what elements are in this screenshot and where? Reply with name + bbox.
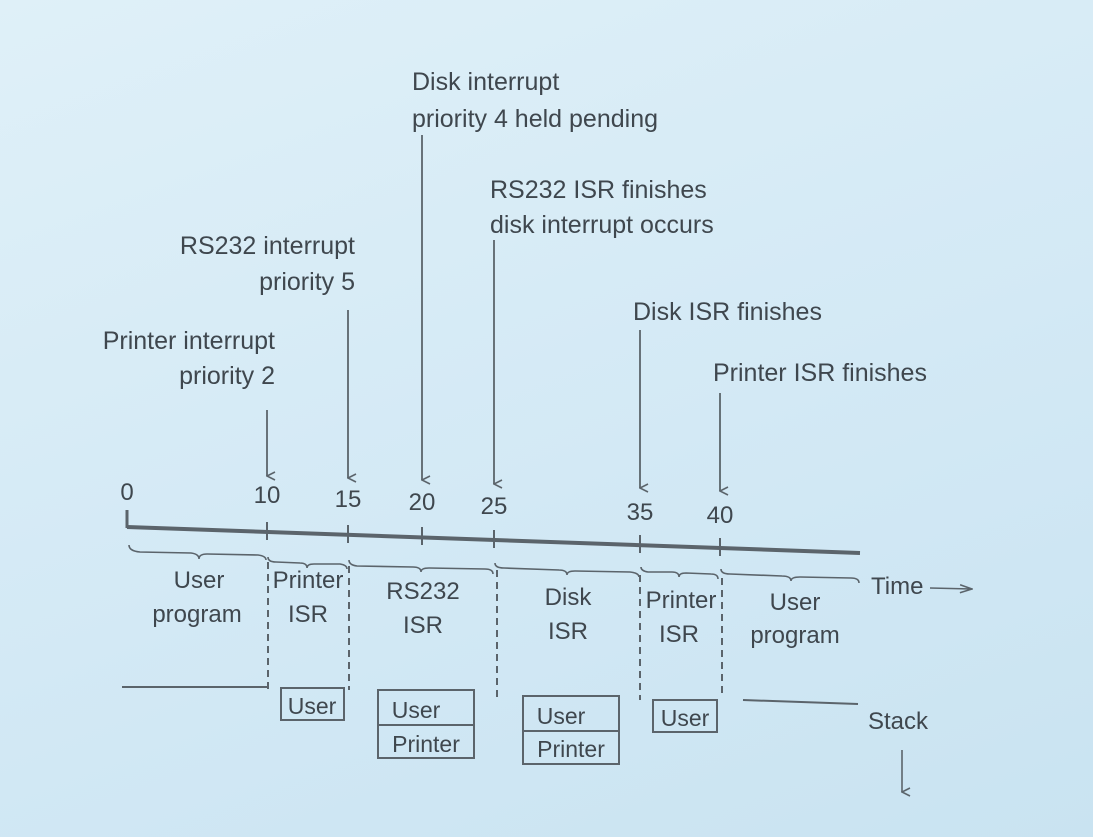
rs232-finishes-label: RS232 ISR finishes (490, 176, 707, 204)
rs232-interrupt-priority: priority 5 (259, 268, 355, 296)
time-axis-arrow (929, 588, 972, 589)
segment-3-line2: ISR (403, 612, 443, 639)
stack-frame-2-top: User (392, 697, 441, 723)
disk-interrupt-priority: priority 4 held pending (412, 105, 658, 133)
printer-interrupt-label: Printer interrupt (103, 327, 275, 355)
brace-printer-isr-2 (640, 566, 719, 580)
brace-user-program-1 (128, 544, 267, 561)
tick-10: 10 (254, 482, 281, 509)
printer-interrupt-priority: priority 2 (179, 362, 275, 390)
segment-1-line1: User (174, 567, 225, 594)
brace-user-program-2 (720, 568, 860, 584)
stack-frame-4: User (652, 699, 718, 733)
segment-2-line1: Printer (273, 567, 344, 594)
disk-finishes-label: Disk ISR finishes (633, 298, 822, 326)
segment-4-line1: Disk (545, 584, 593, 611)
tick-35: 35 (627, 499, 654, 526)
stack-frame-3: User Printer (522, 695, 620, 765)
brace-printer-isr-1 (267, 556, 348, 570)
segment-5-line2: ISR (659, 621, 699, 648)
stack-frame-2: User Printer (377, 689, 475, 759)
segment-separators (267, 562, 723, 700)
printer-finishes-label: Printer ISR finishes (713, 359, 927, 387)
stack-frame-3-bottom: Printer (537, 736, 605, 762)
stack-frame-2-bottom: Printer (392, 731, 460, 757)
segment-braces (128, 544, 860, 584)
segment-6-line1: User (770, 589, 821, 616)
segment-2-line2: ISR (288, 601, 328, 628)
stack-frame-4-top: User (661, 705, 710, 731)
stack-frame-1-top: User (288, 693, 337, 719)
stack-label: Stack (868, 708, 929, 735)
segment-3-line1: RS232 (386, 578, 459, 605)
brace-rs232-isr (348, 559, 494, 575)
segment-6-line2: program (750, 622, 839, 649)
disk-interrupt-label: Disk interrupt (412, 68, 559, 96)
tick-20: 20 (409, 489, 436, 516)
rs232-interrupt-label: RS232 interrupt (180, 232, 355, 260)
stack-base-right (742, 699, 859, 705)
stack-frame-1: User (280, 687, 345, 721)
segment-5-line1: Printer (646, 587, 717, 614)
tick-0: 0 (120, 479, 133, 506)
segment-4-line2: ISR (548, 618, 588, 645)
brace-disk-isr (494, 562, 640, 578)
segment-1-line2: program (152, 601, 241, 628)
tick-40: 40 (707, 502, 734, 529)
time-axis-label: Time (871, 573, 923, 600)
rs232-finishes-sub: disk interrupt occurs (490, 211, 714, 239)
tick-25: 25 (481, 493, 508, 520)
stack-frame-3-top: User (537, 703, 586, 729)
tick-15: 15 (335, 486, 362, 513)
